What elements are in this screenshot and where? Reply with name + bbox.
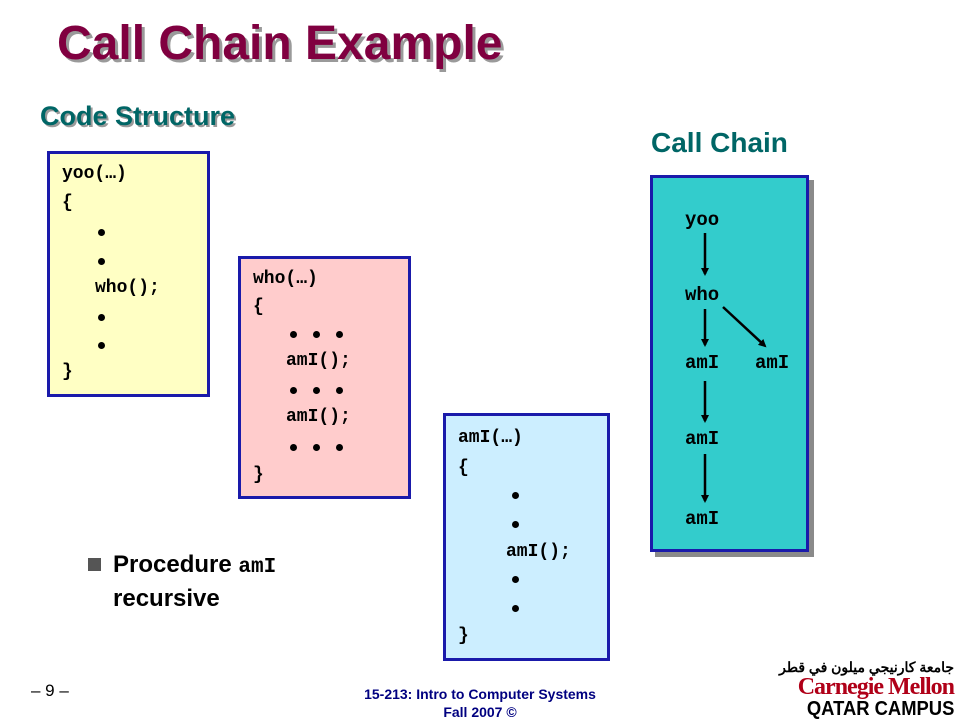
who-call-ami-2: amI();	[286, 407, 351, 427]
code-structure-heading: Code Structure	[40, 101, 236, 131]
bullet-square-icon	[88, 558, 101, 571]
chain-node-ami: amI	[685, 508, 720, 530]
ellipsis-dot	[313, 387, 320, 394]
ellipsis-dot	[98, 229, 105, 236]
ami-open-brace: {	[458, 458, 469, 478]
who-code-box: who(…) { amI(); amI(); }	[238, 256, 411, 499]
ami-header: amI(…)	[458, 428, 523, 448]
footer-term: Fall 2007 ©	[443, 704, 517, 720]
ami-code-box: amI(…) { amI(); }	[443, 413, 610, 661]
call-chain-arrows	[701, 233, 767, 503]
footer-course: 15-213: Intro to Computer Systems	[364, 686, 596, 702]
chain-node-who: who	[685, 284, 720, 306]
chain-node-ami: amI	[685, 352, 720, 374]
ellipsis-dot	[512, 521, 519, 528]
ellipsis-dot	[512, 605, 519, 612]
ellipsis-dot	[313, 331, 320, 338]
logo-name: Carnegie Mellon	[797, 674, 955, 700]
bullet-text: Procedure amI recursive	[113, 549, 276, 614]
ellipsis-dot	[98, 342, 105, 349]
yoo-code-box: yoo(…) { who(); }	[47, 151, 210, 397]
who-call-ami-1: amI();	[286, 351, 351, 371]
chain-node-ami: amI	[755, 352, 790, 374]
bullet-text-suffix: recursive	[113, 585, 220, 612]
yoo-header: yoo(…)	[62, 164, 127, 184]
logo-campus: QATAR CAMPUS	[806, 698, 954, 720]
ellipsis-dot	[336, 331, 343, 338]
bullet-text-prefix: Procedure	[113, 551, 239, 578]
ami-close-brace: }	[458, 626, 469, 646]
call-chain-heading: Call Chain	[651, 127, 788, 158]
ellipsis-dot	[290, 331, 297, 338]
bullet-code: amI	[238, 556, 277, 579]
ellipsis-dot	[290, 387, 297, 394]
ellipsis-dot	[313, 444, 320, 451]
yoo-call-who: who();	[95, 278, 160, 298]
ellipsis-dot	[290, 444, 297, 451]
who-open-brace: {	[253, 297, 264, 317]
ellipsis-dot	[98, 314, 105, 321]
arrow-who-ami-right	[722, 306, 767, 348]
call-chain-box: yoo who amI amI amI amI	[650, 175, 809, 552]
page-number: – 9 –	[31, 681, 69, 700]
ellipsis-dot	[336, 387, 343, 394]
chain-node-ami: amI	[685, 428, 720, 450]
logo-arabic-text: جامعة كارنيجي ميلون في قطر	[779, 659, 954, 675]
yoo-close-brace: }	[62, 362, 73, 382]
chain-node-yoo: yoo	[685, 209, 720, 231]
ellipsis-dot	[512, 492, 519, 499]
who-header: who(…)	[253, 269, 318, 289]
who-close-brace: }	[253, 465, 264, 485]
slide-title: Call Chain Example	[57, 17, 503, 70]
ellipsis-dot	[98, 258, 105, 265]
ellipsis-dot	[512, 576, 519, 583]
cmu-qatar-logo: جامعة كارنيجي ميلون في قطر Carnegie Mell…	[752, 659, 956, 720]
yoo-open-brace: {	[62, 193, 73, 213]
ami-call-ami: amI();	[506, 542, 571, 562]
ellipsis-dot	[336, 444, 343, 451]
